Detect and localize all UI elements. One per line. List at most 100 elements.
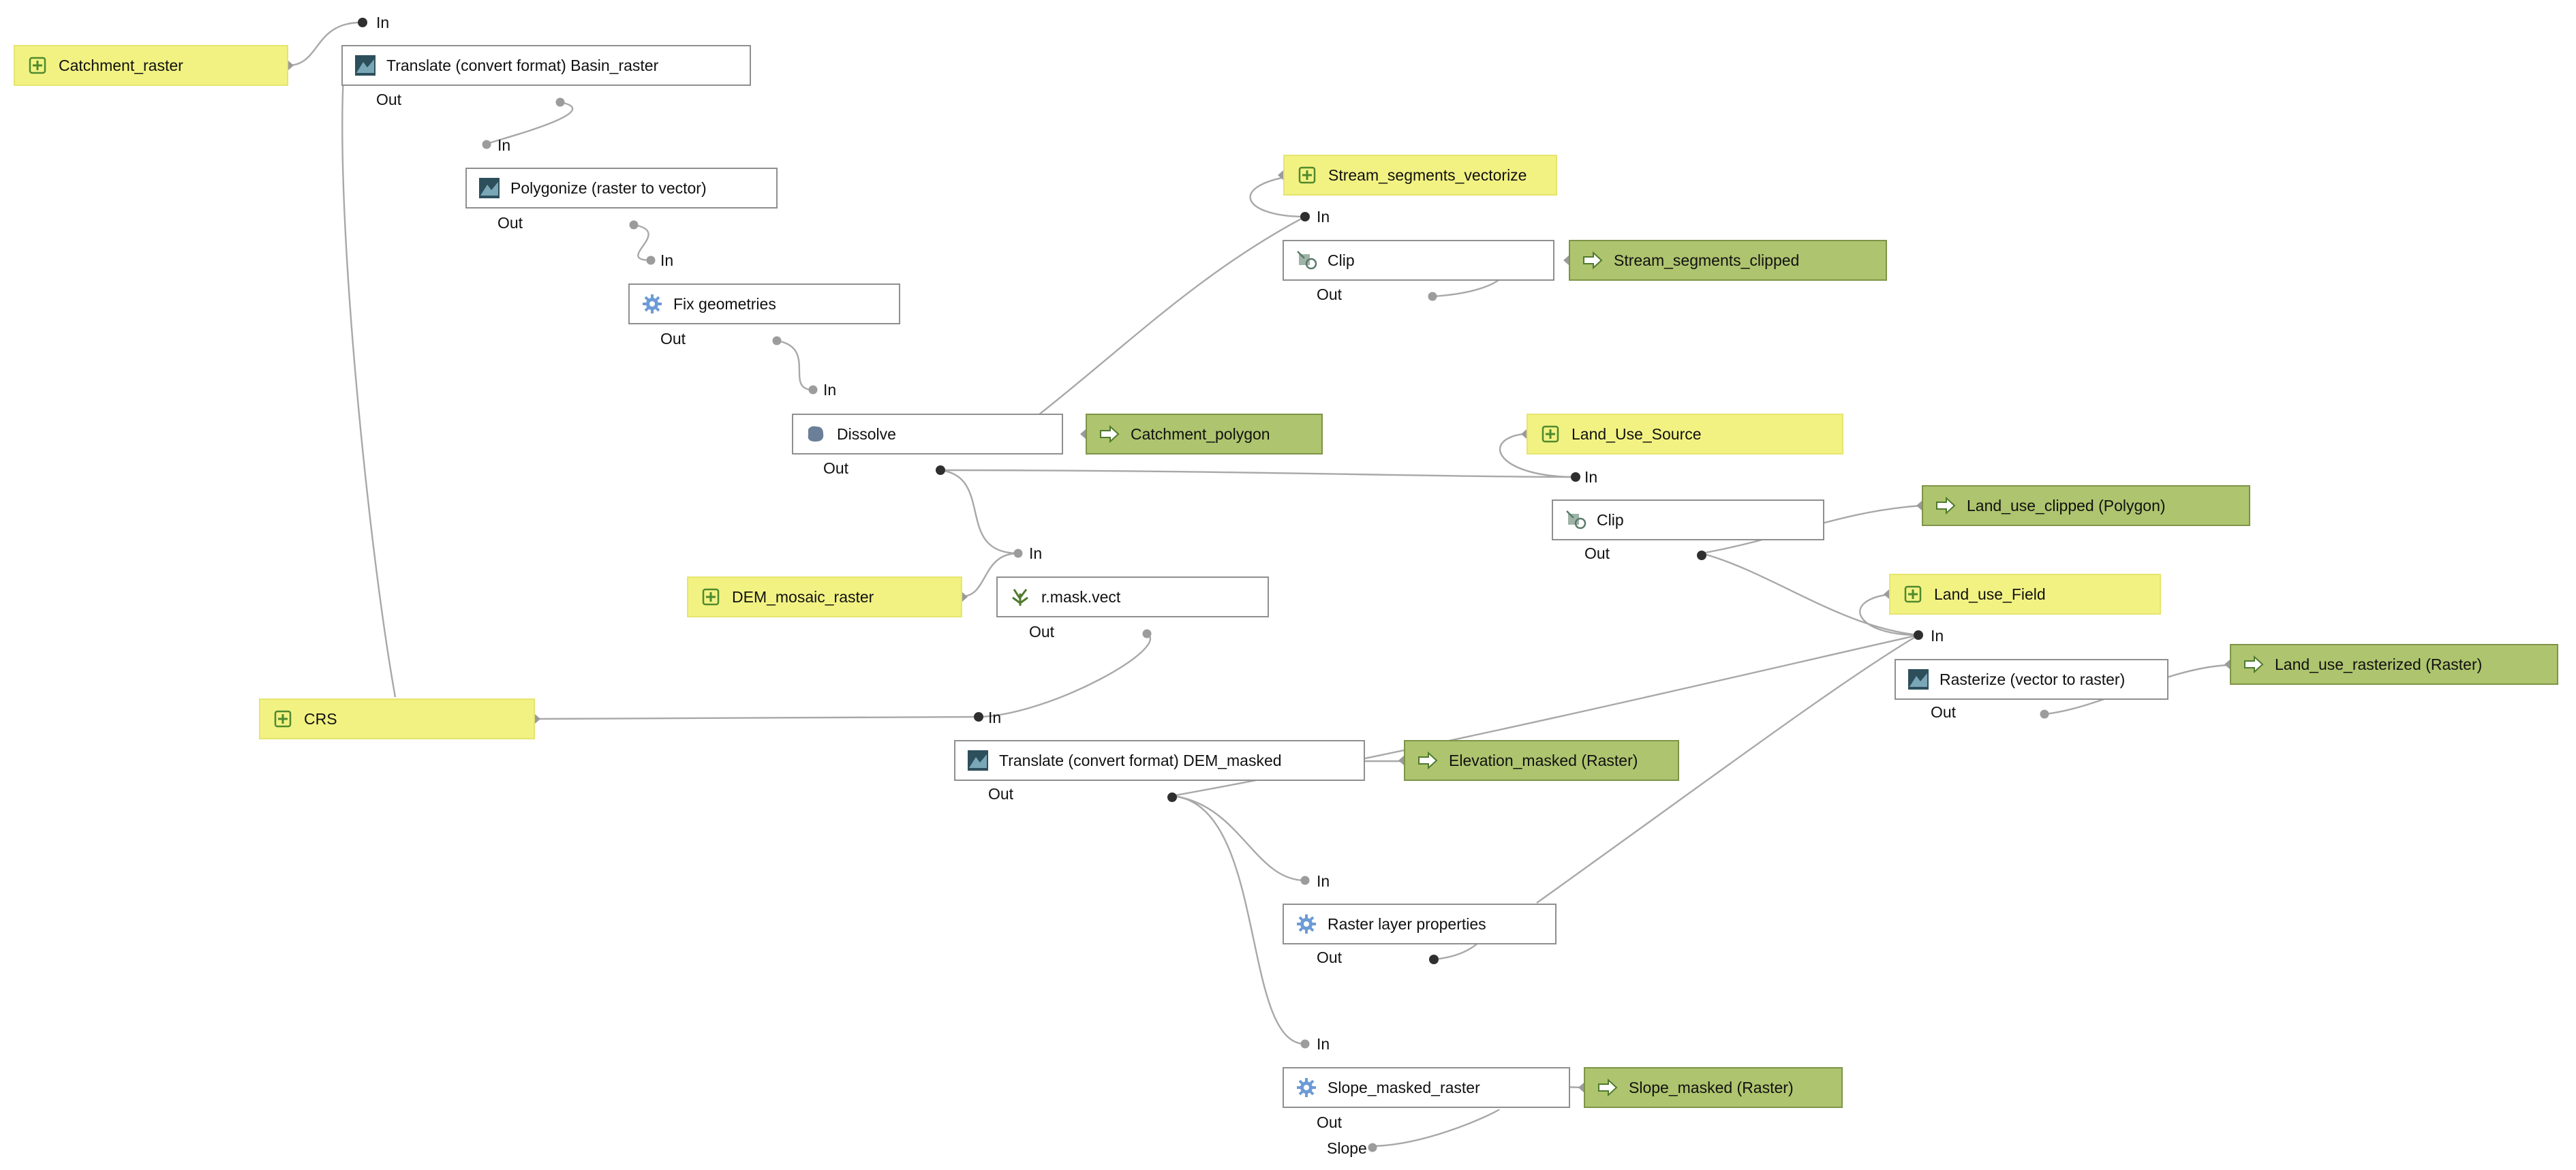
input-port-dot[interactable] (1914, 630, 1923, 640)
port-label-out: Out (1029, 623, 1055, 641)
input-port-arrow (1563, 256, 1569, 265)
connector-translate-dem-to-slope (1171, 795, 1306, 1045)
node-label: Stream_segments_vectorize (1328, 166, 1527, 184)
plus-icon (1298, 166, 1316, 184)
input-port-dot[interactable] (1013, 549, 1023, 558)
output-catchment-polygon[interactable]: Catchment_polygon (1086, 414, 1323, 455)
input-port-arrow (1080, 429, 1086, 439)
input-port-dot[interactable] (974, 712, 983, 722)
algorithm-slope-masked-raster[interactable]: Slope_masked_raster (1283, 1067, 1570, 1108)
algorithm-clip-land-use[interactable]: Clip (1552, 499, 1824, 540)
node-label: Translate (convert format) Basin_raster (386, 56, 659, 74)
output-port-arrow (962, 592, 968, 602)
output-port-dot[interactable] (1697, 551, 1706, 560)
output-elevation-masked[interactable]: Elevation_masked (Raster) (1404, 740, 1679, 781)
connector-stream-input-to-clip (1249, 174, 1306, 218)
output-slope-masked[interactable]: Slope_masked (Raster) (1584, 1067, 1843, 1108)
node-label: CRS (304, 709, 337, 728)
node-label: Polygonize (raster to vector) (510, 179, 707, 197)
node-label: Slope_masked (Raster) (1629, 1078, 1794, 1096)
connector-fix-to-dissolve (776, 339, 814, 391)
algorithm-fix-geometries[interactable]: Fix geometries (628, 283, 900, 324)
algorithm-translate-basin-raster[interactable]: Translate (convert format) Basin_raster (341, 45, 751, 86)
plus-icon (274, 710, 292, 728)
port-label-out: Out (1317, 949, 1343, 966)
output-port-dot[interactable] (1142, 629, 1152, 638)
algorithm-clip-streams[interactable]: Clip (1283, 240, 1554, 281)
clip-icon (1297, 251, 1317, 270)
port-label-in: In (660, 251, 674, 269)
output-port-dot[interactable] (1428, 292, 1437, 301)
dissolve-icon (808, 426, 824, 442)
algorithm-rasterize[interactable]: Rasterize (vector to raster) (1895, 659, 2168, 700)
port-label-out: Out (497, 214, 523, 232)
connector-landuse-clip-to-rasterize (1701, 552, 1919, 636)
input-port-arrow (2224, 660, 2230, 669)
output-port-dot[interactable] (1429, 955, 1439, 964)
port-label-out: Out (823, 459, 849, 477)
input-land-use-source[interactable]: Land_Use_Source (1527, 414, 1843, 455)
node-label: Land_Use_Source (1571, 425, 1702, 443)
port-label-in: In (1931, 627, 1944, 645)
plus-icon (702, 588, 720, 606)
algorithm-dissolve[interactable]: Dissolve (792, 414, 1063, 455)
input-port-arrow (1398, 756, 1404, 765)
port-label-in: In (376, 14, 390, 31)
gear-icon (1297, 1078, 1316, 1097)
connector-dissolve-to-landuse-clip (940, 469, 1576, 478)
clip-icon (1566, 510, 1586, 529)
output-port-dot[interactable] (2040, 709, 2049, 719)
output-port-dot[interactable] (1368, 1143, 1377, 1152)
port-label-out: Out (1931, 703, 1957, 721)
algorithm-translate-dem-masked[interactable]: Translate (convert format) DEM_masked (954, 740, 1365, 781)
output-port-arrow (1884, 589, 1889, 599)
grass-icon (1012, 589, 1028, 606)
output-port-dot[interactable] (772, 336, 782, 345)
input-port-dot[interactable] (1571, 472, 1580, 482)
input-dem-mosaic-raster[interactable]: DEM_mosaic_raster (687, 576, 962, 617)
input-port-dot[interactable] (1300, 212, 1310, 221)
port-label-out: Out (1317, 286, 1343, 303)
input-catchment-raster[interactable]: Catchment_raster (14, 45, 288, 86)
algorithm-polygonize[interactable]: Polygonize (raster to vector) (465, 168, 778, 209)
input-land-use-field[interactable]: Land_use_Field (1889, 574, 2161, 615)
input-port-dot[interactable] (1300, 876, 1310, 885)
connector-polygonize-to-fix (633, 224, 651, 262)
output-port-arrow (288, 61, 294, 70)
algorithm-r-mask-vect[interactable]: r.mask.vect (996, 576, 1269, 617)
port-label-out: Out (1317, 1113, 1343, 1131)
arrow-right-icon (1936, 496, 1956, 515)
connector-dissolve-to-rmask (940, 469, 1019, 555)
output-port-dot[interactable] (1167, 792, 1177, 802)
arrow-right-icon (1418, 751, 1438, 770)
node-label: DEM_mosaic_raster (732, 587, 874, 606)
port-label-in: In (823, 381, 837, 399)
output-land-use-rasterized[interactable]: Land_use_rasterized (Raster) (2230, 644, 2558, 685)
output-port-dot[interactable] (629, 220, 639, 230)
gear-icon (643, 294, 662, 313)
connector-field-to-rasterize (1859, 593, 1919, 636)
port-label-slope: Slope (1327, 1139, 1367, 1157)
connector-landuse-input-to-clip (1499, 432, 1576, 478)
port-label-in: In (1317, 872, 1330, 890)
node-label: Stream_segments_clipped (1614, 251, 1800, 269)
output-stream-segments-clipped[interactable]: Stream_segments_clipped (1569, 240, 1887, 281)
input-port-arrow (1578, 1083, 1584, 1092)
algorithm-raster-layer-properties[interactable]: Raster layer properties (1283, 904, 1557, 944)
output-port-dot[interactable] (936, 465, 945, 475)
input-stream-segments-vectorized[interactable]: Stream_segments_vectorize (1283, 155, 1557, 196)
input-port-dot[interactable] (808, 385, 818, 395)
input-port-dot[interactable] (482, 140, 491, 149)
input-port-dot[interactable] (1300, 1039, 1310, 1049)
input-crs[interactable]: CRS (259, 698, 535, 739)
connector-dem-out-to-rasterize (1536, 634, 1919, 904)
output-land-use-clipped[interactable]: Land_use_clipped (Polygon) (1922, 485, 2250, 526)
input-port-dot[interactable] (646, 256, 656, 265)
gear-icon (1297, 914, 1316, 934)
port-label-out: Out (660, 330, 686, 348)
input-port-dot[interactable] (358, 18, 367, 27)
arrow-right-icon (1100, 425, 1120, 444)
output-port-dot[interactable] (555, 97, 565, 107)
node-label: Land_use_rasterized (Raster) (2275, 655, 2483, 673)
